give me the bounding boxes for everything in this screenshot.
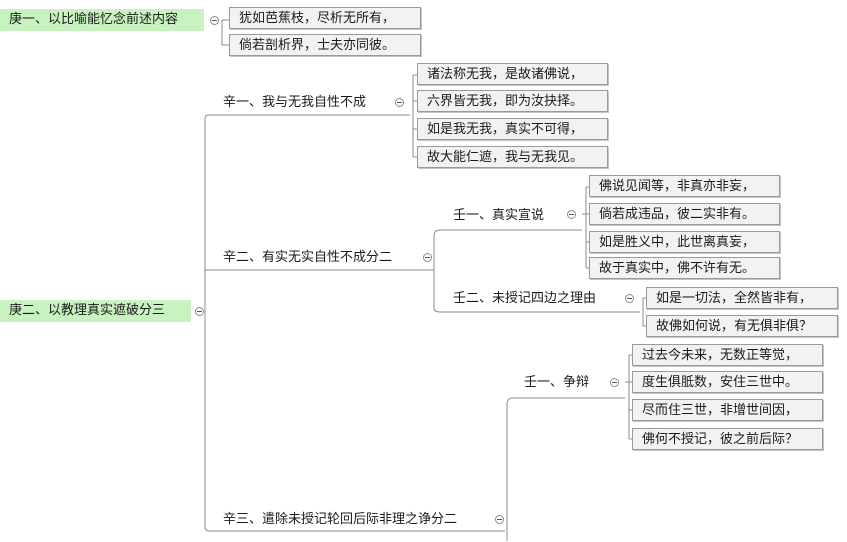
collapse-toggle-icon[interactable] [567, 210, 576, 219]
leaf-node[interactable]: 度生俱胝数，安住三世中。 [632, 371, 823, 393]
sub-branch-ren-1-debate[interactable]: 壬一、争辩 [524, 375, 590, 390]
collapse-toggle-icon[interactable] [495, 515, 504, 524]
leaf-node[interactable]: 尽而住三世，非增世间因， [632, 399, 823, 421]
root-node-geng-1[interactable]: 庚一、以比喻能忆念前述内容 [0, 9, 204, 31]
leaf-node[interactable]: 故于真实中，佛不许有无。 [589, 257, 780, 279]
collapse-toggle-icon[interactable] [625, 294, 634, 303]
leaf-node[interactable]: 如是胜义中，此世离真妄， [589, 231, 780, 253]
leaf-node[interactable]: 如是一切法，全然皆非有， [646, 287, 838, 309]
leaf-node[interactable]: 故佛如何说，有无俱非俱？ [646, 315, 838, 337]
leaf-node[interactable]: 佛说见闻等，非真亦非妄， [589, 175, 780, 197]
leaf-node[interactable]: 故大能仁遮，我与无我见。 [417, 146, 608, 168]
leaf-node[interactable]: 佛何不授记，彼之前后际？ [632, 428, 823, 450]
leaf-node[interactable]: 过去今未来，无数正等觉， [632, 344, 823, 366]
branch-xin-3[interactable]: 辛三、遣除未授记轮回后际非理之诤分二 [223, 512, 458, 527]
leaf-node[interactable]: 如是我无我，真实不可得， [417, 118, 608, 140]
sub-branch-ren-2-four-extremes[interactable]: 壬二、未授记四边之理由 [453, 291, 597, 306]
leaf-node[interactable]: 倘若剖析界，士夫亦同彼。 [229, 34, 421, 56]
branch-xin-1[interactable]: 辛一、我与无我自性不成 [223, 95, 367, 110]
leaf-node[interactable]: 六界皆无我，即为汝抉择。 [417, 90, 608, 112]
leaf-node[interactable]: 诸法称无我，是故诸佛说， [417, 63, 608, 85]
leaf-node[interactable]: 倘若成违品，彼二实非有。 [589, 203, 780, 225]
leaf-node[interactable]: 犹如芭蕉枝，尽析无所有， [229, 7, 421, 29]
sub-branch-ren-1-true-explanation[interactable]: 壬一、真实宣说 [453, 208, 545, 223]
root-node-geng-2[interactable]: 庚二、以教理真实遮破分三 [0, 300, 191, 322]
collapse-toggle-icon[interactable] [210, 16, 219, 25]
collapse-toggle-icon[interactable] [610, 378, 619, 387]
collapse-toggle-icon[interactable] [195, 307, 204, 316]
collapse-toggle-icon[interactable] [395, 98, 404, 107]
branch-xin-2[interactable]: 辛二、有实无实自性不成分二 [223, 250, 393, 265]
collapse-toggle-icon[interactable] [423, 253, 432, 262]
